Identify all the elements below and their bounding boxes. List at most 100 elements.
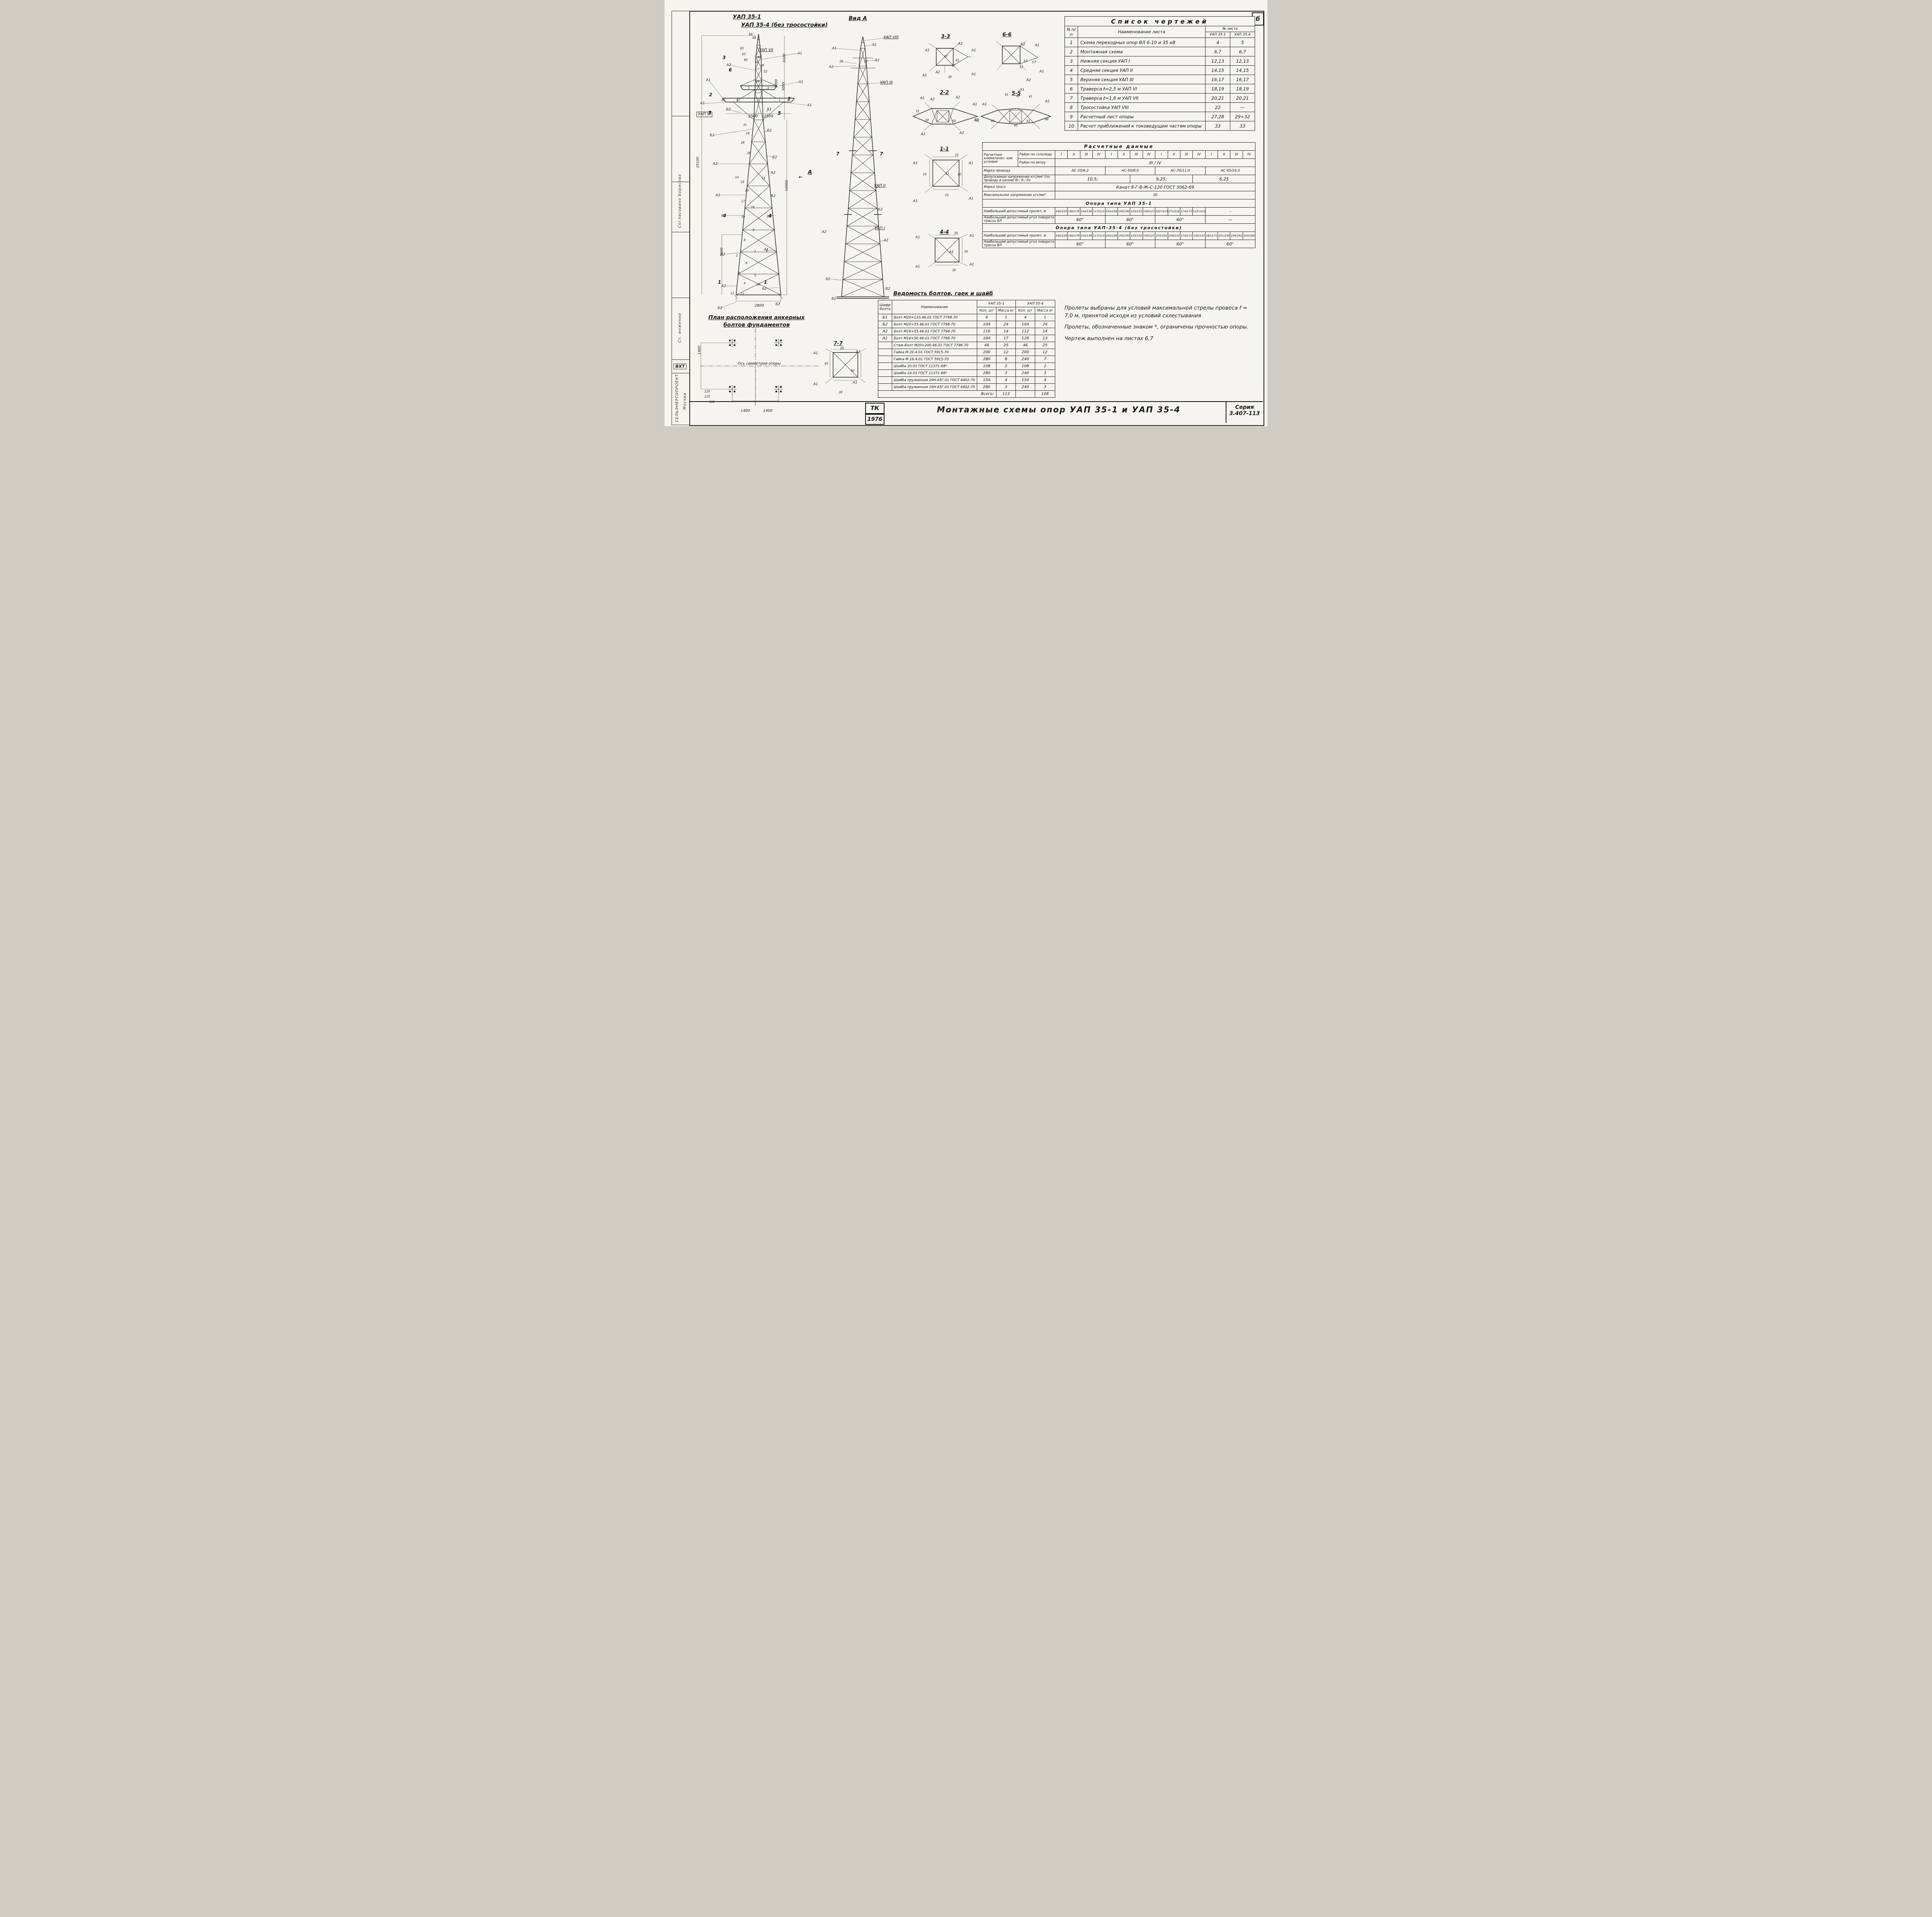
cell-name: Схема переходных опор ВЛ 6-10 и 35 кВ [1078, 37, 1206, 47]
diagram-label: 7 [879, 151, 883, 157]
span-cell: 240/226 [1054, 232, 1068, 240]
diagram-label: 28 [741, 141, 745, 145]
cell-mass1: 3 [996, 383, 1016, 391]
cell-name: Нижняя секция УАП I [1078, 56, 1206, 66]
cell-num: 9 [1065, 112, 1078, 121]
diagram-label: Б2 [710, 133, 714, 138]
diagram-label: ВХТ [673, 363, 687, 369]
cell-mass2: 7 [1035, 356, 1056, 363]
diagram-label: 42 [991, 119, 995, 123]
rope-label: Марка троса [982, 183, 1055, 191]
diagram-label: 26 [747, 151, 751, 155]
cell-mass1: 1 [996, 314, 1016, 321]
region-cell: III [1230, 150, 1243, 159]
diagram-label: 30 [964, 250, 968, 254]
bolts-table: Шифр болта Наименование УАП 35-1 УАП 35-… [878, 300, 1056, 398]
cell-qty2: 46 [1015, 342, 1036, 349]
diagram-label: 1-1 [940, 146, 949, 152]
diagram-label: 82 [851, 369, 855, 373]
table-row: 7 Траверса ℓ=1,8 м УАП VII 20,21 20,21 [1065, 93, 1255, 103]
diagram-label: 11 [946, 172, 949, 175]
diagram-label: 1400 [763, 409, 773, 413]
diagram-label: 3 [754, 274, 756, 278]
total-label: Всего: [878, 390, 997, 398]
diagram-label: 37 [944, 54, 948, 58]
cell-code [878, 363, 892, 370]
span-cell: 194/192 [1230, 232, 1243, 240]
diagram-label: А2 [930, 97, 935, 102]
cell-qty1: 200 [977, 349, 997, 356]
span-cell: 174/171 [1180, 232, 1193, 240]
diagram-label: Москва [683, 392, 687, 410]
diagram-label: 15 [762, 176, 765, 180]
diagram-label: А1 [949, 250, 954, 254]
diagram-label: А2 [771, 194, 776, 198]
wire-label: Марка провода [982, 167, 1055, 175]
table-row: Б1 Болт М20×110.46.01 ГОСТ 7798-70 4 1 4… [878, 314, 1056, 321]
region-cell: II [1218, 150, 1231, 159]
table-row: 6 Траверса ℓ=2,5 м УАП VI 18,19 18,19 [1065, 84, 1255, 94]
cell-qty2: 154 [1015, 376, 1036, 384]
col-header-v1: УАП 35-1 [976, 300, 1016, 307]
table-row: Шайба пружинная 16Н.65Г.01 ГОСТ 6402-70 … [878, 383, 1056, 391]
cell-name: Стяж-болт М20×200.46.01 ГОСТ 7798-70 [892, 342, 977, 349]
diagram-label: 53 [1024, 59, 1027, 63]
table-row: 4 Средняя секция УАП II 14,15 14,15 [1065, 65, 1255, 75]
total-mass2: 108 [1035, 390, 1056, 398]
bolts-table-body: Б1 Болт М20×110.46.01 ГОСТ 7798-70 4 1 4… [878, 314, 1056, 391]
span-cell: 110*/112 [1192, 207, 1206, 216]
span-label: Наибольший допустимый пролет, м [982, 207, 1055, 216]
diagram-label: 10 [957, 172, 961, 176]
col-header-sheetno: № листа [1205, 26, 1255, 32]
cell-mass1: 14 [996, 328, 1016, 335]
cell-name: Болт М16×55.46.01 ГОСТ 7798-70 [892, 328, 977, 335]
diagram-label: болтов фундаментов [723, 322, 790, 328]
diagram-label: А1 [798, 51, 802, 56]
maxstress-label: Максимальное напряжение кгс/мм² [982, 191, 1055, 199]
margin-divider [672, 359, 689, 360]
cell-qty2: 4 [1015, 314, 1036, 321]
cell-mass2: 3 [1035, 383, 1056, 391]
cell-sheet2: 29÷32 [1230, 112, 1255, 121]
cell-code [878, 342, 892, 349]
total-mass1: 113 [996, 390, 1016, 398]
sheet-main-title: Монтажные схемы опор УАП 35-1 и УАП 35-4 [937, 405, 1181, 414]
diagram-label: 39 [741, 215, 745, 219]
span-cell: 195/190 [1117, 207, 1131, 216]
diagram-label: Б2 [767, 129, 772, 133]
span-cell: 145/143 [1192, 232, 1206, 240]
table-row: 3 Нижняя секция УАП I 12,13 12,13 [1065, 56, 1255, 66]
diagram-label: 8 [743, 238, 746, 242]
cell-name: Шайба 16.01 ГОСТ 11371-68* [892, 369, 977, 377]
diagram-label: 25100 [696, 157, 700, 168]
diagram-label: 1 [764, 279, 767, 285]
wind-value: III / IV [1054, 158, 1256, 167]
diagram-label: 28 [838, 390, 842, 394]
note-paragraph: Пролеты, обозначенные знаком *, ограниче… [1065, 324, 1249, 330]
cell-name: Верхняя секция УАП III [1078, 75, 1206, 84]
region-cell: IV [1242, 150, 1256, 159]
diagram-label: А1 [1039, 70, 1044, 74]
cell-sheet1: 18,19 [1205, 84, 1230, 94]
diagram-label: УАП III [880, 80, 893, 85]
series-block: Серия 3.407-113 [1226, 402, 1263, 423]
col-header-v1: УАП 35-1 [1205, 32, 1230, 38]
diagram-label: А2 [721, 252, 725, 257]
diagram-label: 38 [948, 75, 952, 79]
cell-qty1: 164 [977, 335, 997, 342]
cell-sheet2: 14,15 [1230, 65, 1255, 75]
diagram-label: А2 [822, 230, 827, 234]
diagram-label: А1 [974, 118, 979, 122]
cell-qty1: 104 [977, 321, 997, 328]
diagram-label: А1 [853, 381, 857, 385]
diagram-label: 59 [755, 60, 759, 64]
diagram-label: А1 [856, 350, 861, 354]
table-row: 2 Монтажная схема 6,7 6,7 [1065, 47, 1255, 56]
diagram-label: А1 [1035, 43, 1039, 48]
diagram-label: А1 [925, 48, 930, 53]
diagram-label: Б1 [767, 107, 772, 112]
stress-label: Допускаемое напряжение кгс/мм² (по прово… [982, 175, 1055, 183]
region-cell: II [1117, 150, 1131, 159]
cell-num: 7 [1065, 93, 1078, 103]
span-cell: 140/138 [1080, 232, 1093, 240]
